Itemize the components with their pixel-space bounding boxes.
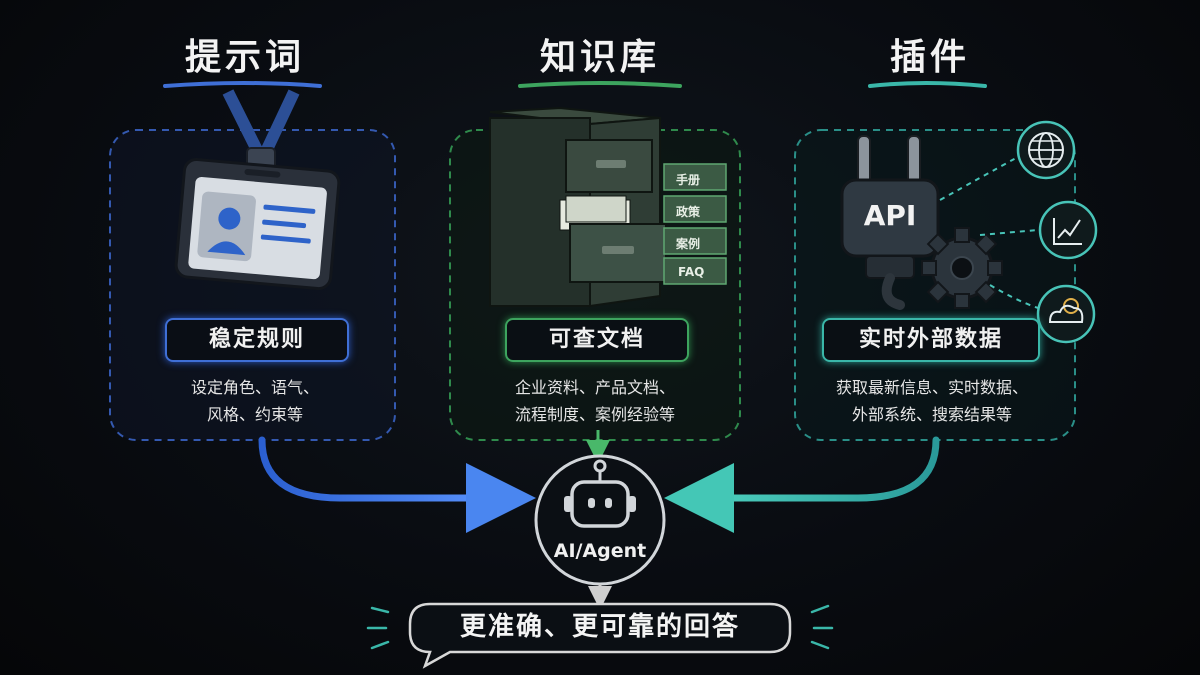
- drawer-tab-manual: 手册: [676, 173, 701, 187]
- robot-icon: [564, 459, 636, 528]
- sparkle-right-icon: [810, 604, 834, 650]
- desc-knowledge-line2: 流程制度、案例经验等: [514, 405, 675, 424]
- desc-prompt-line2: 风格、约束等: [206, 405, 303, 424]
- title-underline-knowledge: [518, 81, 682, 88]
- desc-knowledge: 企业资料、产品文档、 流程制度、案例经验等: [480, 374, 710, 428]
- api-label: API: [863, 199, 917, 232]
- arrow-prompt-to-agent: [258, 436, 536, 533]
- desc-knowledge-line1: 企业资料、产品文档、: [514, 378, 675, 397]
- title-plugin: 插件: [889, 37, 970, 78]
- drawer-tab-faq: FAQ: [678, 265, 705, 279]
- desc-plugin-line2: 外部系统、搜索结果等: [851, 405, 1012, 424]
- answer-text: 更准确、更可靠的回答: [459, 612, 740, 642]
- pill-realtime-data: 实时外部数据: [822, 318, 1040, 362]
- sparkle-left-icon: [366, 606, 390, 650]
- agent-label: AI/Agent: [553, 540, 647, 562]
- plug-link-3: [989, 284, 1039, 309]
- title-underline-prompt: [163, 81, 322, 88]
- drawer-tab-policy: 政策: [676, 205, 701, 219]
- filing-cabinet-icon: [489, 106, 727, 308]
- desc-prompt: 设定角色、语气、 风格、约束等: [150, 374, 360, 428]
- id-badge-icon: [174, 89, 341, 291]
- desc-prompt-line1: 设定角色、语气、: [190, 378, 319, 397]
- title-knowledge: 知识库: [539, 37, 660, 78]
- gear-icon: [921, 227, 1003, 309]
- globe-icon: [1016, 120, 1076, 180]
- title-prompt: 提示词: [184, 37, 305, 78]
- pill-searchable-docs: 可查文档: [505, 318, 689, 362]
- weather-icon: [1036, 284, 1096, 344]
- drawer-tab-case: 案例: [676, 237, 701, 251]
- desc-plugin: 获取最新信息、实时数据、 外部系统、搜索结果等: [812, 374, 1052, 428]
- chart-icon: [1038, 200, 1098, 260]
- pill-stable-rules: 稳定规则: [165, 318, 349, 362]
- desc-plugin-line1: 获取最新信息、实时数据、: [835, 378, 1028, 397]
- api-plug-icon: [840, 135, 940, 310]
- title-underline-plugin: [868, 81, 987, 88]
- arrow-plugin-to-agent: [664, 436, 940, 533]
- answer-bubble: [408, 602, 792, 669]
